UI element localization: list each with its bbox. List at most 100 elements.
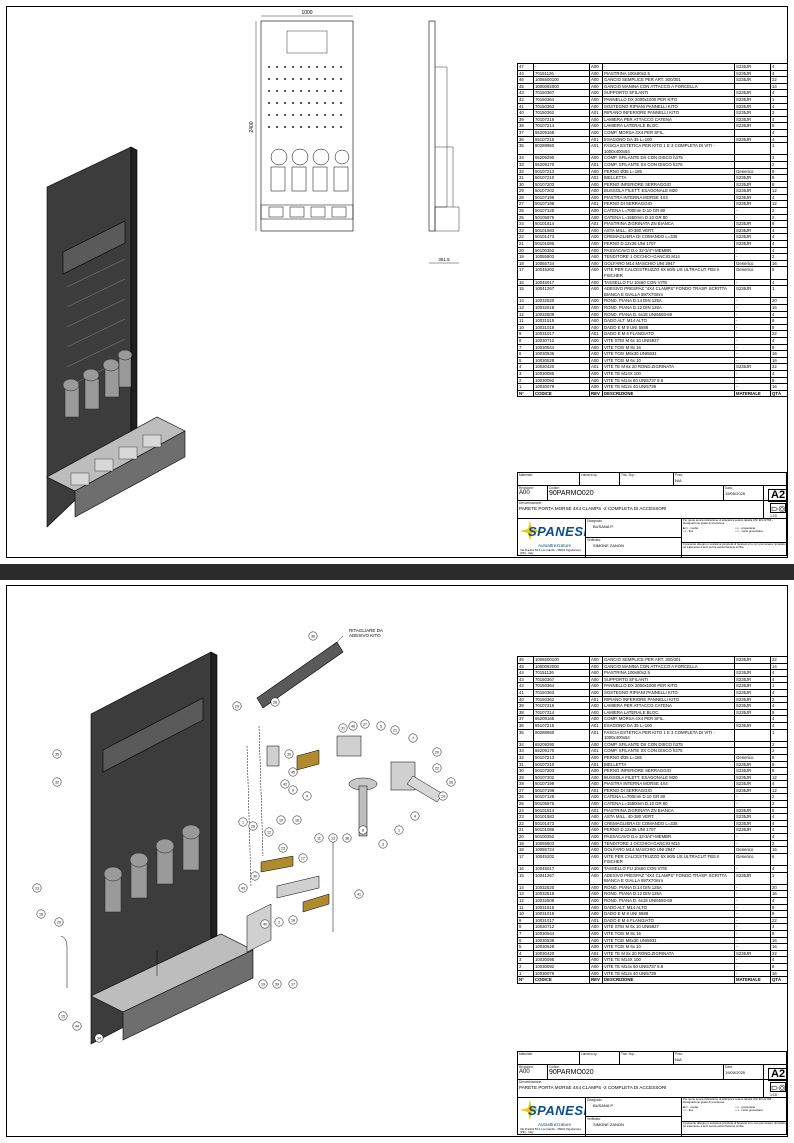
- bom-cell: 2: [770, 253, 787, 261]
- bom-cell: 4: [770, 246, 787, 255]
- bom-cell: 12: [517, 896, 534, 905]
- bom-cell: PERNO DI SERRAGGIO: [602, 786, 735, 795]
- codice-value: 90PARMO020: [549, 490, 594, 497]
- bom-cell: 1: [770, 728, 787, 742]
- bom-cell: A01: [589, 363, 603, 371]
- callout-balloon: [272, 979, 282, 989]
- bom-cell: VITE TE M14x 60 UNI5737 8.8: [602, 962, 735, 971]
- isometric-view: [46, 146, 186, 528]
- bom-cell: 4: [770, 833, 787, 841]
- bom-cell: A00: [589, 278, 603, 287]
- callout-balloon: [390, 725, 400, 735]
- callout-number: 27: [363, 722, 367, 726]
- bom-cell: 22: [770, 330, 787, 338]
- bom-cell: A00: [589, 115, 603, 124]
- bom-cell: COMP. MORSA 4X4 PER SFIL.: [602, 715, 735, 723]
- bom-cell: ESAGONO DA 35 L=100: [602, 135, 735, 144]
- projection-symbol: [770, 503, 786, 513]
- bom-cell: 10031019: [533, 910, 590, 918]
- bom-cell: S235JR: [734, 363, 771, 371]
- callout-number: 40: [263, 922, 267, 926]
- bom-cell: A00: [589, 122, 603, 130]
- bom-cell: A00: [589, 95, 603, 104]
- bom-cell: CATENA L=1550mm D.10 GR 80: [602, 213, 735, 222]
- callout-number: 17: [291, 982, 295, 986]
- bom-header-cell: DESCRIZIONE: [602, 389, 735, 398]
- bom-cell: 22: [770, 916, 787, 925]
- bom-cell: 65107215: [533, 135, 590, 144]
- bom-cell: 36: [517, 721, 534, 730]
- grade-option: □ c - grossolana: [735, 1104, 756, 1109]
- bom-cell: 16: [770, 259, 787, 268]
- bom-cell: S235JR: [734, 109, 771, 117]
- bom-cell: 4: [770, 956, 787, 964]
- bom-cell: VITE PER CALCESTRUZZO 6X 60/5 US ULTRACU…: [602, 266, 735, 280]
- bom-cell: GANCIO SEMPLICE PER ART. 300/301: [602, 656, 735, 664]
- bom-cell: 10030079: [533, 969, 590, 978]
- bom-cell: 4: [770, 675, 787, 684]
- bom-cell: Generico: [734, 259, 771, 268]
- codice-value: 90PARMO020: [549, 1069, 594, 1076]
- bom-cell: 16: [770, 936, 787, 945]
- bom-cell: 50107202: [533, 187, 590, 195]
- bom-cell: 70150362: [533, 695, 590, 704]
- denominazione-value: PARETE PORTA MORSE 4X4 CLAMPS -2 COMPLET…: [519, 506, 667, 511]
- bom-cell: 8: [770, 122, 787, 130]
- bom-cell: S235JR: [734, 675, 771, 684]
- bom-cell: 10045202: [533, 852, 590, 867]
- bom-cell: 50107198: [533, 786, 590, 795]
- bom-cell: 4: [770, 135, 787, 144]
- bom-cell: Generico: [734, 852, 771, 867]
- callout-balloon: [36, 909, 46, 919]
- bom-cell: ROND. PIANA D.14 DIN 125A: [602, 297, 735, 305]
- bom-cell: PIASTRA INTERNA MORSE 4X4: [602, 780, 735, 788]
- bom-cell: 16: [770, 890, 787, 898]
- bom-cell: ROND. PIANA D. 6x18 UNI6593-69: [602, 896, 735, 905]
- bom-header-cell: CODICE: [533, 389, 590, 398]
- bom-header-cell: QTÀ: [770, 976, 787, 984]
- bom-cell: S235JR: [734, 760, 771, 769]
- bom-cell: A00: [589, 285, 603, 299]
- callout-number: 13: [331, 836, 335, 840]
- bom-cell: 5: [517, 356, 534, 365]
- bom-cell: 9: [517, 330, 534, 338]
- bom-cell: 10041267: [533, 871, 590, 885]
- callout-number: 38: [345, 836, 349, 840]
- bom-cell: A00: [589, 89, 603, 97]
- callout-balloon: [288, 915, 298, 925]
- callout-balloon: [288, 979, 298, 989]
- callout-balloon: [348, 721, 358, 731]
- bom-cell: 22: [770, 949, 787, 958]
- disegnato-value: BUSANA P.: [593, 1103, 614, 1108]
- bom-cell: 4: [770, 702, 787, 710]
- grade-option: □ f - fine: [683, 1108, 694, 1113]
- bom-cell: 10045017: [533, 865, 590, 873]
- bom-cell: 10055724: [533, 846, 590, 854]
- bom-cell: PERNO Ø35 L=185: [602, 753, 735, 762]
- callout-number: 30: [253, 874, 257, 878]
- bom-cell: 4: [770, 128, 787, 137]
- bom-cell: 1: [770, 285, 787, 299]
- bom-cell: SUPPORTO SFILANTI: [602, 89, 735, 97]
- bom-cell: VITE TE M12x 40 UNI5739: [602, 969, 735, 978]
- assembly-drawing-views: 1000 2400 351.5: [46, 10, 460, 528]
- bom-cell: 70107216: [533, 702, 590, 710]
- callout-balloon: [354, 889, 364, 899]
- bom-cell: 22: [770, 656, 787, 664]
- bom-cell: ROND. PIANA D.14 DIN 125A: [602, 883, 735, 892]
- bom-cell: -: [734, 376, 771, 385]
- title-block: Materiale: Lamiera sp. Trat. Sup.: Peso:…: [517, 472, 787, 557]
- bom-cell: A00: [589, 233, 603, 242]
- bom-cell: A01: [589, 721, 603, 730]
- bom-cell: S235JR: [734, 187, 771, 195]
- bom-cell: Generico: [734, 167, 771, 176]
- bom-cell: 45: [517, 82, 534, 91]
